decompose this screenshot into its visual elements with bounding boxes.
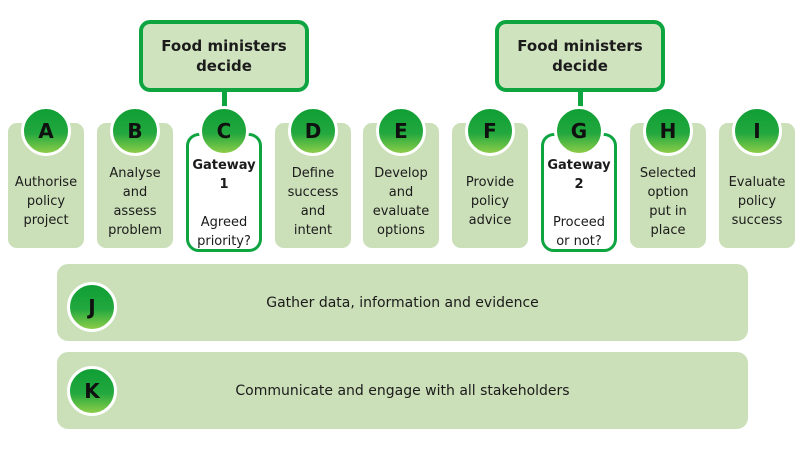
decision-box-gateway-2: Food ministers decide bbox=[495, 20, 665, 92]
stage-letter-badge-h: H bbox=[643, 106, 693, 156]
stage-letter-badge-d: D bbox=[288, 106, 338, 156]
stage-letter-badge-b: B bbox=[110, 106, 160, 156]
stage-letter-badge-g: G bbox=[554, 106, 604, 156]
stage-box-h: Selected option put in place bbox=[630, 123, 706, 248]
connector-line-gateway-1 bbox=[222, 90, 227, 118]
bar-communicate-engage: K Communicate and engage with all stakeh… bbox=[57, 352, 748, 429]
decision-box-gateway-1: Food ministers decide bbox=[139, 20, 309, 92]
stage-column-d: D Define success and intent bbox=[275, 106, 351, 248]
stage-column-h: H Selected option put in place bbox=[630, 106, 706, 248]
gateway-question: Agreed priority? bbox=[197, 215, 251, 249]
stage-column-e: E Develop and evaluate options bbox=[363, 106, 439, 248]
gateway-question: Proceed or not? bbox=[552, 215, 606, 249]
stage-letter-badge-c: C bbox=[199, 106, 249, 156]
gateway-text: Gateway 2 Proceed or not? bbox=[547, 137, 610, 270]
stage-letter-badge-j: J bbox=[67, 282, 117, 332]
gateway-text: Gateway 1 Agreed priority? bbox=[192, 137, 255, 270]
stage-column-b: B Analyse and assess problem bbox=[97, 106, 173, 248]
connector-line-gateway-2 bbox=[578, 90, 583, 118]
stage-letter-badge-i: I bbox=[732, 106, 782, 156]
stage-letter-badge-e: E bbox=[376, 106, 426, 156]
stage-letter-badge-k: K bbox=[67, 366, 117, 416]
stage-column-i: I Evaluate policy success bbox=[719, 106, 795, 248]
gateway-title: Gateway 1 bbox=[192, 158, 256, 192]
bar-gather-data: J Gather data, information and evidence bbox=[57, 264, 748, 341]
stage-letter-badge-f: F bbox=[465, 106, 515, 156]
stage-column-f: F Provide policy advice bbox=[452, 106, 528, 248]
stage-column-g-gateway-2: G Gateway 2 Proceed or not? bbox=[541, 106, 617, 252]
stage-column-a: A Authorise policy project bbox=[8, 106, 84, 248]
gateway-title: Gateway 2 bbox=[547, 158, 611, 192]
bar-label: Gather data, information and evidence bbox=[266, 294, 539, 311]
bar-label: Communicate and engage with all stakehol… bbox=[235, 382, 570, 399]
stage-letter-badge-a: A bbox=[21, 106, 71, 156]
stage-column-c-gateway-1: C Gateway 1 Agreed priority? bbox=[186, 106, 262, 252]
